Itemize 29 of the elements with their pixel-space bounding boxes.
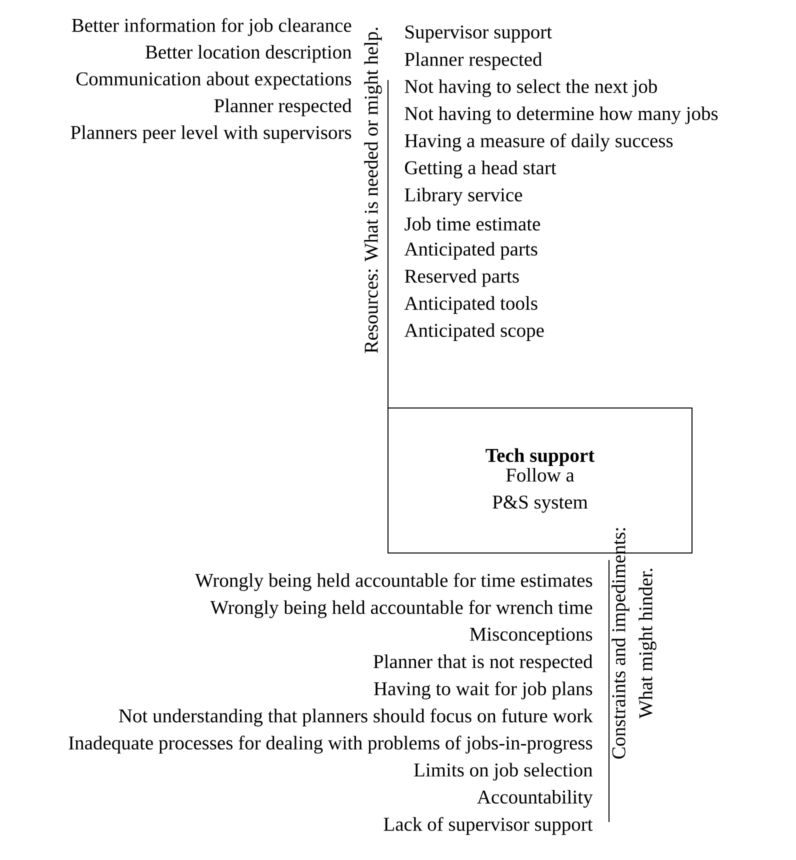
list-item: Having a measure of daily success <box>404 133 673 152</box>
list-item: Inadequate processes for dealing with problems of jobs-in-progress <box>68 736 592 754</box>
list-item: Accountability <box>477 790 593 808</box>
list-item: Getting a head start <box>405 160 556 178</box>
list-item: Better information for job clearance <box>72 18 352 36</box>
rotated-heading: Constraints and impediments: What might hinder. <box>612 528 656 759</box>
list-item: Supervisor support <box>406 25 552 43</box>
list-item: Not understanding that planners should focus on future work <box>118 708 593 726</box>
list-item: Not having to determine how many jobs <box>404 106 718 124</box>
list-item: Anticipated tools <box>404 296 538 314</box>
list-item: Anticipated scope <box>404 323 544 341</box>
list-item: Wrongly being held accountable for time estimates <box>195 573 592 591</box>
list-item: Limits on job selection <box>414 762 593 781</box>
list-item: Library service <box>404 188 522 206</box>
list-item: Planner respected <box>214 98 352 116</box>
list-item: Planner that is not respected <box>374 654 593 672</box>
list-item: Planner respected <box>404 52 542 70</box>
list-item: Having to wait for job plans <box>374 681 592 700</box>
list-item: Not having to select the next job <box>404 79 657 98</box>
list-item: Better location description <box>146 44 352 63</box>
list-item: Planners peer level with supervisors <box>70 125 352 144</box>
rotated-heading: Resources: What is needed or might help. <box>364 28 382 353</box>
list-item: Misconceptions <box>470 628 592 645</box>
list-item: Anticipated parts <box>404 242 538 260</box>
list-item: Wrongly being held accountable for wrench time <box>210 600 592 618</box>
list-item: Reserved parts <box>404 269 519 287</box>
list-item: Job time estimate <box>404 216 540 231</box>
list-item: Communication about expectations <box>76 72 352 90</box>
list-item: Lack of supervisor support <box>384 816 593 835</box>
